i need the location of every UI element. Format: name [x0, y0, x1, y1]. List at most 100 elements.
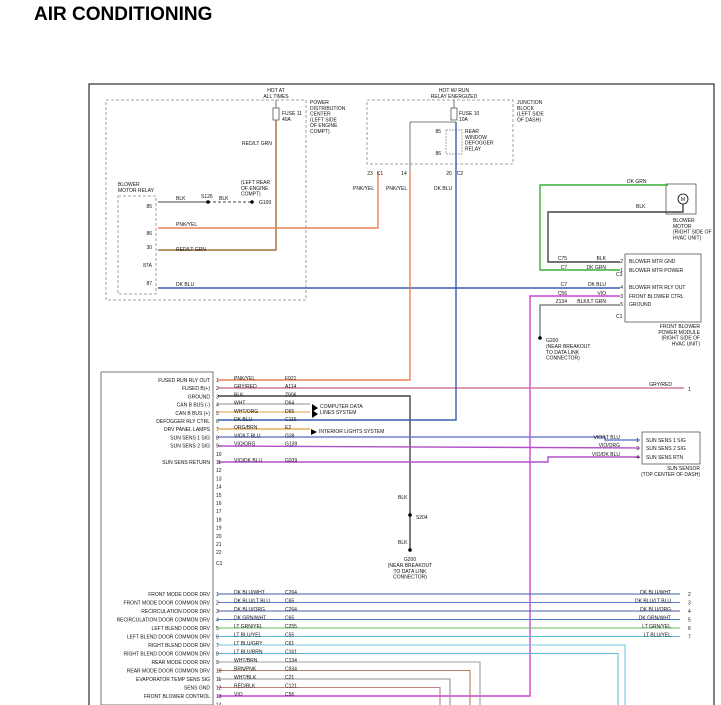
- wire-red-lt-grn: [158, 120, 277, 251]
- module-pin-label-4: CAN B BUS (+): [175, 411, 210, 417]
- fbpm-wire-0: BLK: [597, 256, 607, 262]
- fuse-10-symbol: [450, 107, 458, 121]
- wire-blk-lt-grn-ground: [539, 304, 620, 338]
- fbpm-circuit-2: C7: [561, 282, 568, 288]
- module2-dest-wire-3: DK GRN/WHT: [639, 616, 671, 622]
- wire-blk-motor: [547, 204, 684, 263]
- module2-circuit-3: C65: [285, 616, 294, 622]
- mid-ground-dot: [408, 548, 412, 552]
- module2-pin-label-1: FRONT MODE DOOR COMMON DRV: [124, 601, 211, 607]
- module2-pin-num-0: 1: [216, 592, 219, 598]
- module-pin-num-15: 16: [216, 501, 222, 507]
- module2-wire-1: DK BLU/LT BLU: [234, 599, 270, 605]
- module2-pin-num-12: 13: [216, 694, 222, 700]
- sun-pin-label-2: SUN SENS RTN: [646, 455, 684, 461]
- module-pin-num-21: 22: [216, 550, 222, 556]
- module-circuit-8: G139: [285, 442, 297, 448]
- module-pin-label-8: SUN SENS 2 SIG: [170, 444, 210, 450]
- motor-wire-blk: BLK: [636, 204, 646, 210]
- module-wire-3: WHT: [234, 401, 245, 407]
- module2-pin-num-9: 10: [216, 669, 222, 675]
- relay-pin-85: 85: [435, 129, 441, 135]
- module2-circuit-2: C264: [285, 607, 297, 613]
- module2-pin-num-5: 6: [216, 635, 219, 641]
- module2-circuit-9: C934: [285, 667, 297, 673]
- module2-wire-2: DK BLU/ORG: [234, 607, 265, 613]
- wire-module2-6: [218, 644, 626, 705]
- module2-dest-wire-1: DK BLU/LT BLU: [635, 599, 671, 605]
- wire-vio-fbpm: [218, 295, 620, 697]
- wire-pnk-yel-junction: [218, 172, 411, 381]
- module2-dest-num-5: 7: [688, 635, 691, 641]
- junction-pin-0: 23: [367, 171, 373, 177]
- junction-wire-2: DK BLU: [434, 186, 452, 192]
- fbpm-wire-4: BLK/LT GRN: [577, 299, 606, 305]
- module-pin-num-13: 14: [216, 485, 222, 491]
- blower-relay-pin-3: 87A: [143, 263, 153, 269]
- pdc-wire-label: RED/LT GRN: [242, 141, 272, 147]
- sun-pin-num-2: 4: [636, 455, 639, 461]
- fbpm-wire-1: DK GRN: [587, 265, 607, 271]
- junction-wire-1: PNK/YEL: [386, 186, 407, 192]
- hvac-module-box: [100, 371, 214, 705]
- module-pin-num-0: 1: [216, 378, 219, 384]
- fbpm-pin-label-4: GROUND: [629, 302, 652, 308]
- module-pin-num-3: 4: [216, 403, 219, 409]
- fbpm-c3: C3: [616, 272, 623, 278]
- wire-dk-grn-motor: [539, 184, 668, 271]
- relay-wire-blk: BLK: [176, 196, 186, 202]
- module-pin-num-14: 15: [216, 493, 222, 499]
- fbpm-pin-num-2: 4: [620, 285, 623, 291]
- junction-wire-0: PNK/YEL: [353, 186, 374, 192]
- module-pin-num-11: 12: [216, 468, 222, 474]
- wire-vio-lt-blu: [218, 436, 640, 441]
- module-circuit-5: C116: [285, 417, 297, 423]
- module2-pin-num-8: 9: [216, 660, 219, 666]
- junction-pin-3: 20: [446, 171, 452, 177]
- module2-pin-num-10: 11: [216, 677, 221, 683]
- power-distribution-center-box: [105, 99, 307, 301]
- module2-circuit-11: C121: [285, 684, 297, 690]
- module2-pin-label-10: EVAPORATOR TEMP SENS SIG: [136, 677, 210, 683]
- front-blower-power-module-box: [624, 253, 702, 323]
- mid-wire-blk-2: BLK: [398, 540, 408, 546]
- module2-pin-num-4: 5: [216, 626, 219, 632]
- module-pin-label-1: FUSED B(+): [182, 386, 210, 392]
- junction-block-box: [366, 99, 514, 165]
- module-wire-10: VIO/DK BLU: [234, 458, 262, 464]
- relay-splice: S126: [201, 194, 213, 200]
- module2-pin-num-13: 14: [216, 703, 222, 705]
- module2-wire-0: DK BLU/WHT: [234, 590, 265, 596]
- module-pin-num-18: 19: [216, 526, 222, 532]
- module-pin-num-8: 9: [216, 444, 219, 450]
- module-circuit-1: A114: [285, 384, 297, 390]
- module-circuit-7: G39: [285, 433, 295, 439]
- wire-blk-module-ground: [218, 395, 411, 550]
- module2-circuit-5: C55: [285, 633, 294, 639]
- wire-vio-org: [217, 445, 641, 449]
- wire-dk-blu-defogger: [218, 288, 457, 421]
- wire-module2-8: [218, 661, 481, 705]
- gry-red-end-num: 1: [688, 387, 691, 393]
- fbpm-ground-dot: [538, 336, 542, 340]
- module-c1: C1: [216, 561, 223, 567]
- module-pin-num-4: 5: [216, 411, 219, 417]
- module-circuit-0: F921: [285, 376, 297, 382]
- relay-wire-dkblu: DK BLU: [176, 282, 194, 288]
- fbpm-pin-label-3: FRONT BLOWER CTRL: [629, 294, 684, 300]
- module-pin-num-5: 6: [216, 419, 219, 425]
- module2-dest-wire-4: LT GRN/YEL: [642, 624, 671, 630]
- module-pin-num-17: 18: [216, 517, 222, 523]
- module2-pin-num-3: 4: [216, 618, 219, 624]
- junction-pin-2: 14: [401, 171, 407, 177]
- sun-sensor-name: SUN SENSOR(TOP CENTER OF DASH): [641, 466, 700, 478]
